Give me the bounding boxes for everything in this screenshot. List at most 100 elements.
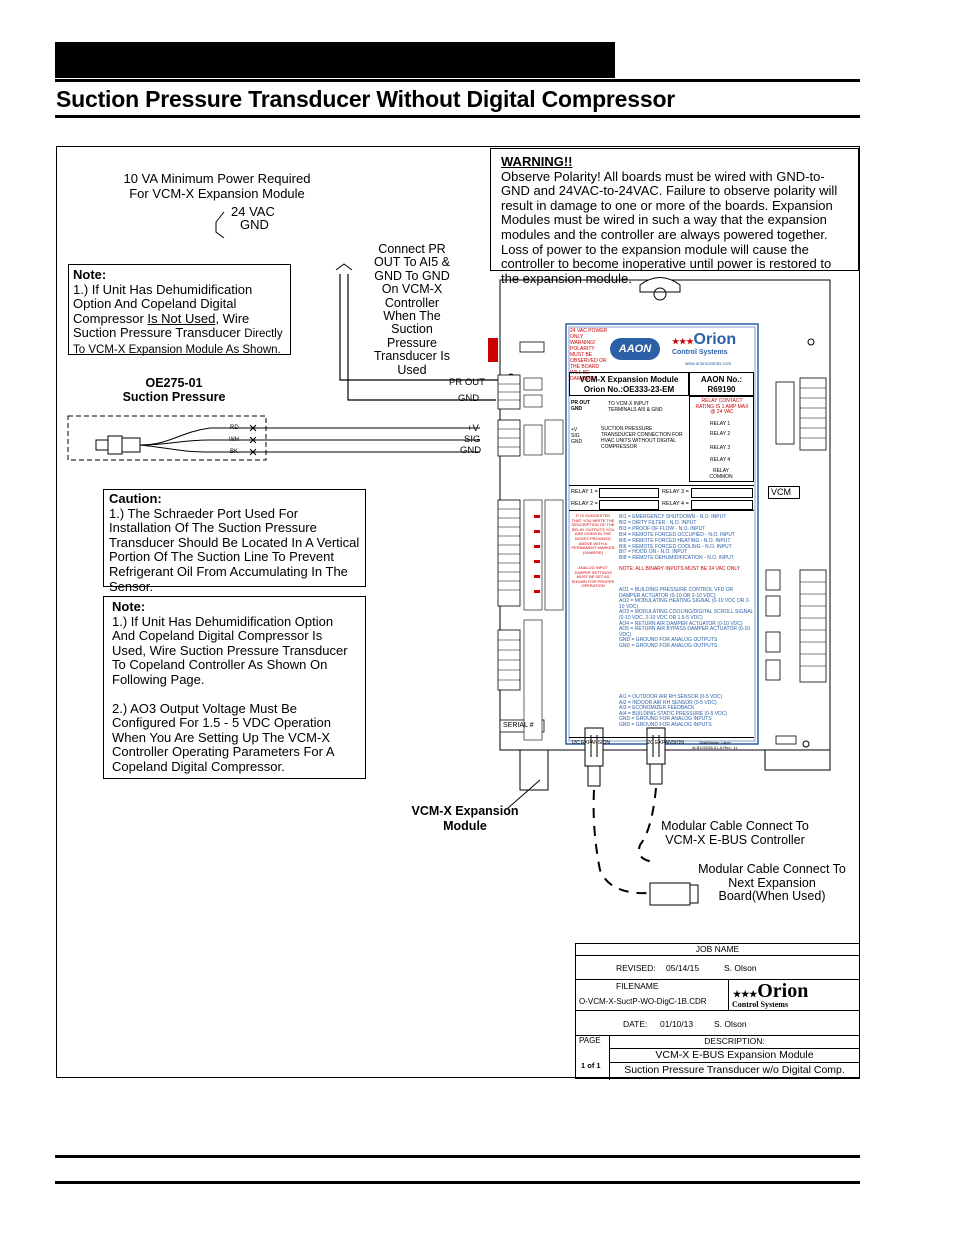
pr-note: TO VCM-X INPUT TERMINALS AI5 & GND — [608, 401, 663, 413]
warning-body: Observe Polarity! All boards must be wir… — [501, 168, 838, 286]
ai-2: AI2 = INDOOR AIR RH SENSOR (0-5 VDC) — [619, 699, 717, 706]
vac-label: 24 VAC — [231, 204, 275, 219]
job-name: JOB NAME — [576, 944, 859, 956]
module-callout: VCM-X Expansion Module — [411, 804, 519, 833]
power-warning: 24 VAC POWER ONLY WARNING! POLARITY MUST… — [570, 328, 608, 382]
i2c-right: I2C EXPANSION — [646, 740, 684, 746]
serial-label: SERIAL # — [503, 722, 534, 729]
tb-orion-sub: Control Systems — [732, 1000, 789, 1009]
aaon-no-label: AAON No.: — [700, 375, 743, 384]
tb-divider-v2 — [609, 1035, 610, 1080]
tb-divider-5 — [610, 1062, 859, 1063]
description-label: DESCRIPTION: — [704, 1036, 765, 1046]
relay-rating: RELAY CONTACT RATING IS 1 AMP MAX @ 24 V… — [695, 398, 749, 416]
relay-fields: RELAY 1 = RELAY 3 = RELAY 2 = RELAY 4 = — [569, 485, 754, 511]
cable-callout-2: Modular Cable Connect To Next Expansion … — [698, 862, 846, 904]
sensor-part: OE275-01 — [145, 376, 203, 390]
tb-divider-2 — [576, 1010, 859, 1011]
page-number: 1 of 1 — [581, 1061, 601, 1070]
title-block: JOB NAME REVISED: 05/14/15 S. Olson FILE… — [575, 943, 860, 1080]
terminal-v: +V — [467, 423, 479, 434]
header-bar — [55, 42, 615, 78]
relay-field-3: RELAY 3 = — [662, 489, 689, 495]
note-1-box: Note: 1.) If Unit Has Dehumidification O… — [68, 264, 291, 356]
relay-4: RELAY 4 — [710, 457, 731, 463]
bi-2: BI2 = DIRTY FILTER - N.O. INPUT — [619, 519, 697, 526]
terminal-gnd-2: GND — [460, 445, 482, 456]
relay-panel — [689, 396, 754, 482]
warning-box: WARNING!! Observe Polarity! All boards m… — [490, 148, 859, 286]
note-2-box: Note: 1.) If Unit Has Dehumidification O… — [103, 596, 366, 779]
tb-divider-3 — [576, 1035, 859, 1036]
note-1-underlined: Is Not Used — [147, 310, 216, 326]
connect-pr-note: Connect PR OUT To AI5 & GND To GND On VC… — [374, 242, 450, 377]
tb-divider-1 — [576, 979, 859, 980]
tb-divider-4 — [610, 1048, 859, 1049]
orion-sub: Control Systems — [672, 349, 728, 356]
title-rule — [55, 115, 860, 118]
note-1-text-3: Directly To VCM-X Expansion Module As Sh… — [73, 328, 283, 356]
binary-inputs: BI1 = EMERGENCY SHUTDOWN - N.O. INPUT BI… — [619, 514, 754, 562]
note-1-text-2: , Wire Suction Pressure Transducer — [73, 310, 250, 341]
page-label: PAGE — [579, 1036, 601, 1045]
terminal-sig: SIG — [464, 434, 481, 445]
footer-rule-2 — [55, 1181, 860, 1184]
filename: O-VCM-X-SuctP-WO-DigC-1B.CDR — [579, 997, 707, 1006]
relay-field-3-box — [691, 488, 753, 498]
caution-body: 1.) The Schraeder Port Used For Installa… — [109, 505, 360, 594]
note-2-p2: 2.) AO3 Output Voltage Must Be Configure… — [112, 700, 334, 774]
relay-field-4: RELAY 4 = — [662, 501, 689, 507]
date: 01/10/13 — [660, 1019, 694, 1029]
sensor-label: OE275-01 Suction Pressure — [112, 376, 236, 404]
relay-common: RELAY COMMON — [709, 468, 733, 480]
note-2-p1: 1.) If Unit Has Dehumidification Option … — [112, 613, 348, 687]
tb-divider-v — [728, 979, 729, 1010]
terminal-pr-out: PR OUT — [449, 377, 485, 388]
power-note: 10 VA Minimum Power Required For VCM-X E… — [123, 171, 311, 201]
relay-field-4-box — [691, 500, 753, 510]
revised-label: REVISED: — [616, 963, 656, 973]
board-bottom-divider — [569, 737, 754, 738]
module-title-box: VCM-X Expansion Module Orion No.:OE333-2… — [569, 372, 689, 396]
bi-5: BI5 = REMOTE FORCED HEATING - N.O. INPUT — [619, 537, 731, 544]
aaon-no: R69190 — [707, 384, 736, 394]
ao-gnd-2: GND = GROUND FOR ANALOG OUTPUTS — [619, 642, 718, 649]
ao-4: AO4 = RETURN AIR DAMPER ACTUATOR (0-10 V… — [619, 620, 743, 627]
ai-1: AI1 = OUTDOOR AIR RH SENSOR (0-5 VDC) — [619, 694, 723, 700]
orion-logo-text: Orion — [693, 331, 737, 348]
tb-orion-logo-text: Orion — [757, 980, 809, 1002]
footer-rule-1 — [55, 1155, 860, 1158]
note-2-heading: Note: — [112, 599, 146, 614]
analog-outputs: AO1 = BUILDING PRESSURE CONTROL VFD OR D… — [619, 587, 754, 650]
caution-heading: Caution: — [109, 491, 162, 506]
ai-4: AI4 = BUILDING STATIC PRESSURE (0-5 VDC) — [619, 710, 728, 717]
bi-6: BI6 = REMOTE FORCED COOLING - N.O. INPUT — [619, 543, 732, 550]
desc-line-1: VCM-X E-BUS Expansion Module — [655, 1049, 814, 1061]
date-by: S. Olson — [714, 1019, 747, 1029]
pr-terms: PR OUT GND — [571, 400, 590, 412]
ao-1: AO1 = BUILDING PRESSURE CONTROL VFD OR D… — [619, 587, 734, 599]
tb-orion-logo: ★★★Orion — [733, 980, 809, 1002]
wire-rd: RD — [230, 425, 239, 431]
revised-date: 05/14/15 — [666, 963, 700, 973]
bi-footnote: NOTE: ALL BINARY INPUTS MUST BE 24 VAC O… — [619, 566, 741, 572]
note-1-text: 1.) If Unit Has Dehumidification Option … — [73, 281, 253, 326]
aaon-no-box: AAON No.: R69190 — [689, 372, 754, 396]
ai-3: AI3 = ECONOMIZER FEEDBACK — [619, 705, 695, 712]
ao-2: AO2 = MODULATING HEATING SIGNAL (0-10 VD… — [619, 598, 751, 610]
header-rule — [55, 79, 860, 82]
bi-8: BI8 = REMOTE DEHUMIDIFICATION - N.O. INP… — [619, 555, 734, 562]
bi-7: BI7 = HOOD ON - N.O. INPUT — [619, 549, 688, 556]
wattmaster-label: WattMaster Label #LB102038-01-A Rev.: 1L — [692, 740, 738, 750]
relay-field-1: RELAY 1 = — [571, 489, 598, 495]
revised-by: S. Olson — [724, 963, 757, 973]
ai-gnd-2: GND = GROUND FOR ANALOG INPUTS — [619, 721, 712, 728]
relay-1: RELAY 1 — [710, 421, 731, 427]
page-title: Suction Pressure Transducer Without Digi… — [56, 86, 676, 112]
wire-bk: BK — [230, 449, 239, 455]
sp-note: SUCTION PRESSURE TRANSDUCER CONNECTION F… — [601, 426, 683, 450]
website: www.orioncontrols.com — [685, 361, 732, 366]
vcm-tag: VCM — [768, 486, 800, 499]
diagram-frame — [56, 146, 860, 1078]
